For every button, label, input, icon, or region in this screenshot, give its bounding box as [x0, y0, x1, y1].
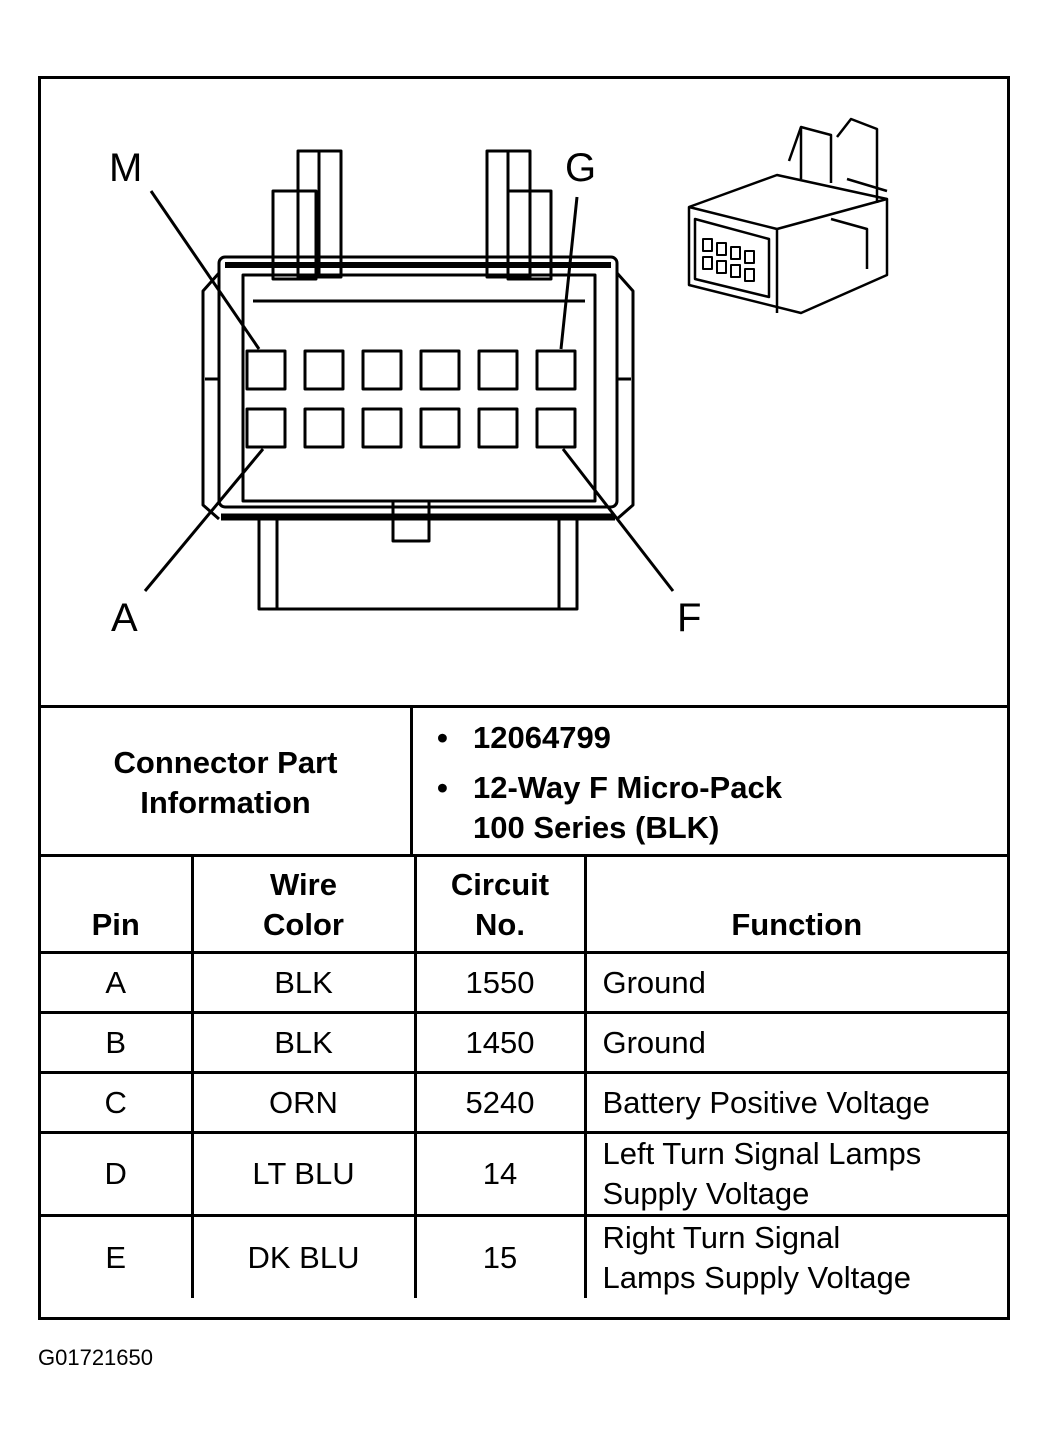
function-cell: Right Turn Signal Lamps Supply Voltage	[583, 1214, 1007, 1298]
wire-color-cell: LT BLU	[190, 1131, 417, 1217]
connector-description: 12-Way F Micro-Pack 100 Series (BLK)	[473, 770, 782, 845]
function-cell: Battery Positive Voltage	[583, 1071, 1007, 1134]
terminal-cavities	[245, 349, 577, 449]
function-cell: Ground	[583, 951, 1007, 1014]
circuit-no-cell: 5240	[413, 1071, 587, 1134]
wire-color-cell: BLK	[190, 951, 417, 1014]
circuit-no-cell: 1450	[413, 1011, 587, 1074]
wire-color-cell: BLK	[190, 1011, 417, 1074]
callout-m: M	[109, 146, 142, 190]
table-row: B BLK 1450 Ground	[41, 1011, 1007, 1074]
figure-code: G01721650	[38, 1345, 153, 1370]
connector-skirt	[257, 517, 579, 611]
table-row: D LT BLU 14 Left Turn Signal Lamps Suppl…	[41, 1131, 1007, 1217]
table-row: C ORN 5240 Battery Positive Voltage	[41, 1071, 1007, 1134]
circuit-no-cell: 14	[413, 1131, 587, 1217]
pin-cell: B	[41, 1011, 194, 1074]
header-pin: Pin	[41, 854, 194, 954]
leader-line-g	[559, 196, 579, 350]
connector-part-info-label: Connector Part Information	[41, 708, 413, 857]
pin-cell: A	[41, 951, 194, 1014]
table-row: A BLK 1550 Ground	[41, 951, 1007, 1014]
pin-cell: C	[41, 1071, 194, 1134]
header-wire-color: Wire Color	[190, 854, 417, 954]
connector-housing	[201, 255, 635, 543]
function-cell: Left Turn Signal Lamps Supply Voltage	[583, 1131, 1007, 1217]
table-row: E DK BLU 15 Right Turn Signal Lamps Supp…	[41, 1214, 1007, 1298]
wire-color-cell: ORN	[190, 1071, 417, 1134]
part-number: 12064799	[473, 720, 611, 755]
description-item: • 12-Way F Micro-Pack 100 Series (BLK)	[437, 768, 782, 848]
circuit-no-cell: 15	[413, 1214, 587, 1298]
leader-line-m	[149, 190, 261, 350]
callout-f: F	[677, 596, 701, 640]
callout-a: A	[111, 596, 138, 640]
header-circuit-no: Circuit No.	[413, 854, 587, 954]
right-latch	[485, 149, 553, 281]
bullet-icon: •	[437, 720, 448, 755]
part-number-item: • 12064799	[437, 718, 611, 758]
connector-diagram: M G A F	[109, 117, 889, 640]
leader-line-a	[143, 448, 265, 592]
diagram-frame: M G A F Connector Part Information • 120…	[38, 76, 1010, 1320]
circuit-no-cell: 1550	[413, 951, 587, 1014]
function-cell: Ground	[583, 1011, 1007, 1074]
header-function: Function	[583, 854, 1007, 954]
wire-color-cell: DK BLU	[190, 1214, 417, 1298]
connector-part-info-values: • 12064799 • 12-Way F Micro-Pack 100 Ser…	[413, 708, 1007, 857]
connector-part-info: Connector Part Information • 12064799 • …	[41, 705, 1007, 857]
pin-table: Pin Wire Color Circuit No. Function A BL…	[41, 854, 1007, 1298]
pin-cell: D	[41, 1131, 194, 1217]
callout-g: G	[565, 146, 596, 190]
pin-cell: E	[41, 1214, 194, 1298]
left-latch	[271, 149, 343, 281]
bullet-icon: •	[437, 770, 448, 805]
leader-line-f	[561, 448, 675, 592]
pin-table-header: Pin Wire Color Circuit No. Function	[41, 854, 1007, 954]
connector-isometric-view	[687, 117, 889, 315]
